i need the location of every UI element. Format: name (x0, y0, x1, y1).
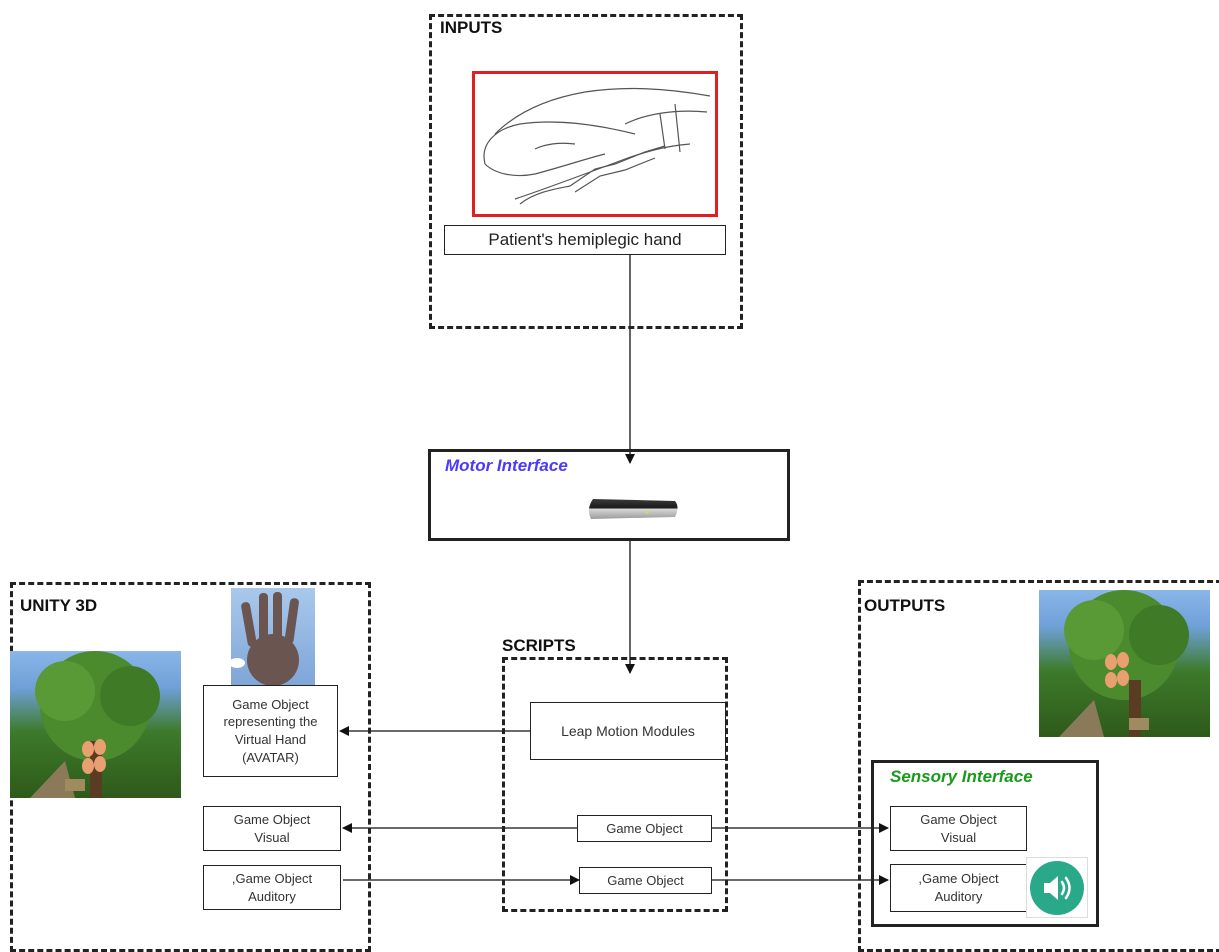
tree-scene-icon (10, 651, 181, 798)
inputs-title: INPUTS (440, 18, 503, 37)
unity-auditory-box: ,Game Object Auditory (203, 865, 341, 910)
inputs-panel (429, 14, 743, 329)
hand-label-box: Patient's hemiplegic hand (444, 225, 726, 255)
unity-visual-box: Game Object Visual (203, 806, 341, 851)
avatar-box: Game Object representing the Virtual Han… (203, 685, 338, 777)
scripts-panel (502, 657, 728, 912)
tree-scene-icon (1039, 590, 1210, 737)
outputs-title: OUTPUTS (864, 596, 946, 615)
leap-motion-modules-box: Leap Motion Modules (530, 702, 726, 760)
sensory-visual-box: Game Object Visual (890, 806, 1027, 851)
leap-motion-device-icon (585, 495, 681, 523)
scripts-title: SCRIPTS (502, 636, 576, 655)
sensory-interface-panel (871, 760, 1099, 927)
speaker-icon (1026, 857, 1088, 918)
motor-interface-title: Motor Interface (445, 456, 568, 475)
sensory-auditory-box: ,Game Object Auditory (890, 864, 1027, 912)
motor-interface-panel (428, 449, 790, 541)
virtual-hand-icon (231, 588, 315, 685)
sensory-interface-title: Sensory Interface (890, 767, 1033, 786)
scripts-game-object-2: Game Object (579, 867, 712, 894)
hand-sketch-icon (472, 71, 718, 217)
scripts-game-object-1: Game Object (577, 815, 712, 842)
unity-title: UNITY 3D (20, 596, 98, 615)
